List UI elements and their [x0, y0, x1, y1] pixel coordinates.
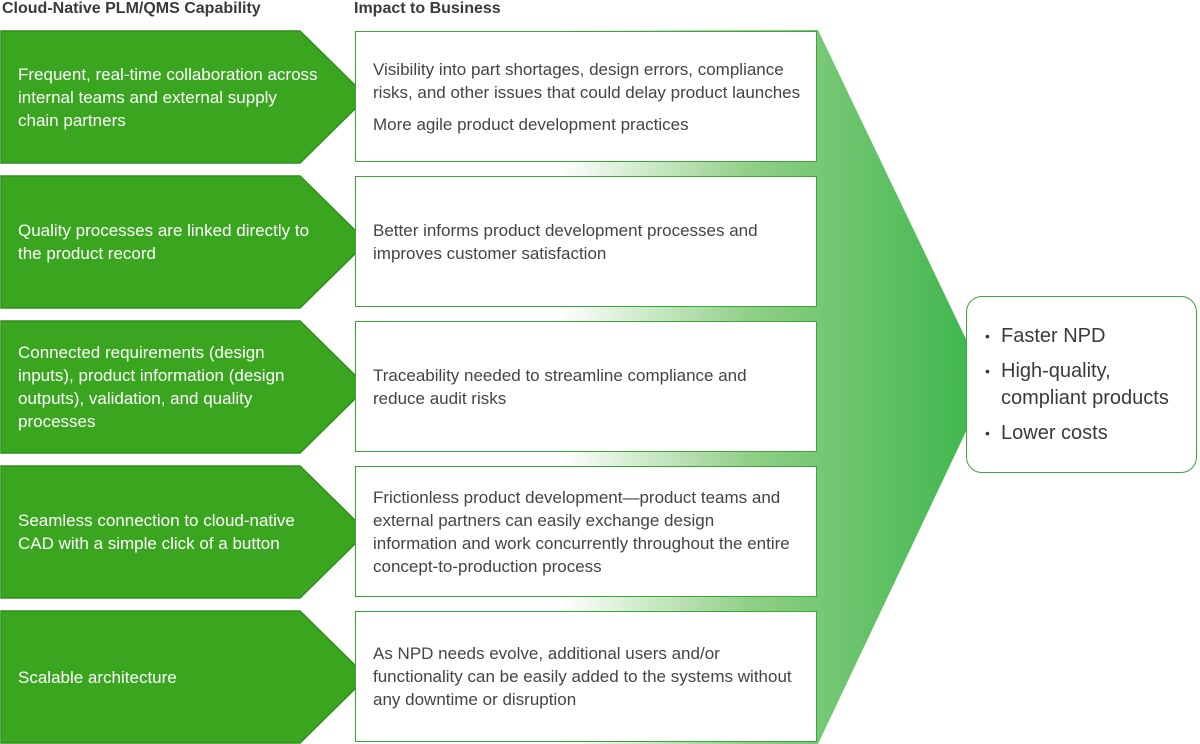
impact-text-3: Traceability needed to streamline compli…	[373, 365, 747, 408]
outcome-item: • High-quality, compliant products	[985, 358, 1186, 412]
capability-arrow-1: Frequent, real-time collaboration across…	[0, 30, 369, 164]
impact-text-1a: Visibility into part shortages, design e…	[373, 59, 801, 102]
outcome-text-faster-npd: Faster NPD	[1001, 324, 1106, 347]
capability-arrow-4: Seamless connection to cloud-native CAD …	[0, 465, 369, 599]
impact-text-5: As NPD needs evolve, additional users an…	[373, 644, 792, 709]
bullet-icon: •	[985, 327, 990, 344]
capability-text-1: Frequent, real-time collaboration across…	[18, 64, 318, 130]
bullet-icon: •	[985, 362, 990, 379]
outcome-text-high-quality: High-quality, compliant products	[1001, 359, 1169, 409]
outcome-item: • Faster NPD	[985, 323, 1186, 350]
impact-box-4: Frictionless product development—product…	[355, 466, 817, 597]
impact-text-1b: More agile product development practices	[373, 114, 689, 134]
impact-box-3: Traceability needed to streamline compli…	[355, 321, 817, 452]
impact-text-4: Frictionless product development—product…	[373, 487, 790, 576]
chevron-arrow-shape	[0, 465, 369, 599]
capability-arrow-2: Quality processes are linked directly to…	[0, 175, 369, 309]
impact-box-1: Visibility into part shortages, design e…	[355, 31, 817, 162]
bullet-icon: •	[985, 424, 990, 441]
capability-arrow-3: Connected requirements (design inputs), …	[0, 320, 369, 454]
chevron-arrow-shape	[0, 30, 369, 164]
impact-box-5: As NPD needs evolve, additional users an…	[355, 611, 817, 742]
chevron-arrow-shape	[0, 175, 369, 309]
impact-box-2: Better informs product development proce…	[355, 176, 817, 307]
chevron-arrow-shape	[0, 320, 369, 454]
capability-text-5: Scalable architecture	[18, 667, 177, 687]
chevron-arrow-shape	[0, 610, 369, 744]
impact-text-2: Better informs product development proce…	[373, 220, 758, 263]
impact-column-header: Impact to Business	[354, 0, 501, 17]
business-outcomes-box: • Faster NPD • High-quality, compliant p…	[966, 296, 1197, 473]
capability-text-2: Quality processes are linked directly to…	[18, 221, 310, 263]
outcome-text-lower-costs: Lower costs	[1001, 421, 1108, 444]
outcome-item: • Lower costs	[985, 420, 1186, 447]
capability-text-4: Seamless connection to cloud-native CAD …	[18, 511, 295, 553]
capability-column-header: Cloud-Native PLM/QMS Capability	[2, 0, 261, 17]
capability-text-3: Connected requirements (design inputs), …	[18, 343, 285, 431]
capability-arrow-5: Scalable architecture	[0, 610, 369, 744]
